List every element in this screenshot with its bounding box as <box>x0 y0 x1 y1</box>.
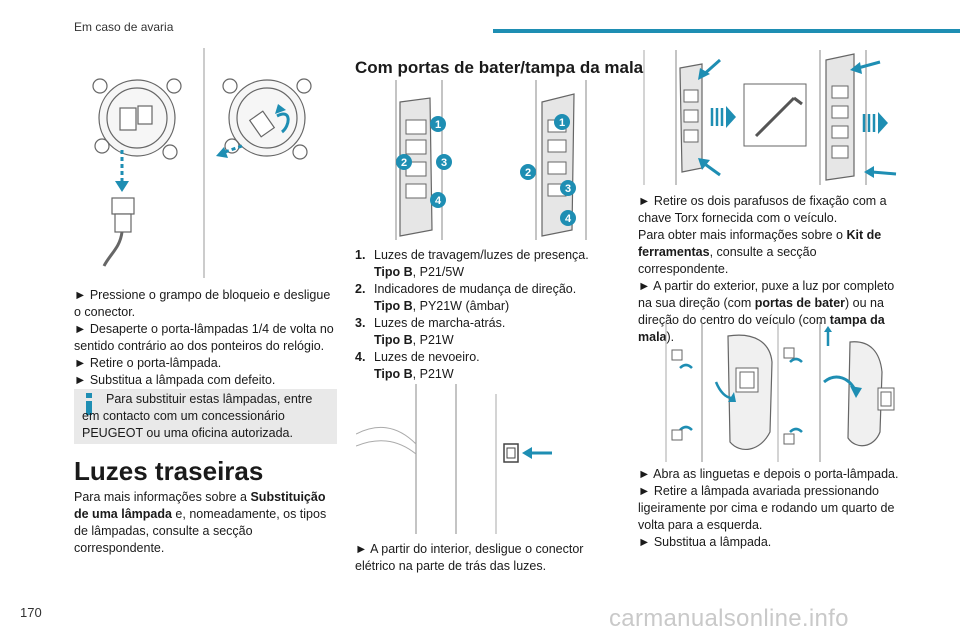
callout-label: 2 <box>401 157 407 169</box>
step-text: ► Substitua a lâmpada com defeito. <box>74 373 276 387</box>
fog-lamp-steps: ► Pressione o grampo de bloqueio e desli… <box>74 287 339 389</box>
list-item: 2. Indicadores de mudança de direção. Tipo… <box>355 281 620 315</box>
connector-step: ► A partir do interior, desligue o conec… <box>355 542 584 573</box>
list-item: 1. Luzes de travagem/luzes de presença. Ti… <box>355 247 620 281</box>
bulb-type: , P21/5W <box>412 265 465 279</box>
callout-label: 4 <box>565 213 572 225</box>
intro-text: Para mais informações sobre a <box>74 490 251 504</box>
callout-label: 3 <box>565 183 571 195</box>
section-title: Luzes traseiras <box>74 456 264 486</box>
pull-light-step: ► A partir do exterior, puxe a luz por c… <box>638 278 910 346</box>
bulb-name: Luzes de travagem/luzes de presença. <box>374 248 589 262</box>
header-accent-bar <box>493 29 960 33</box>
bulb-list: 1. Luzes de travagem/luzes de presença. Ti… <box>355 247 620 383</box>
step-text: ► Abra as linguetas e depois o porta-lâm… <box>638 467 899 481</box>
bulb-name: Luzes de marcha-atrás. <box>374 316 506 330</box>
item-number: 2. <box>355 282 366 296</box>
intro-bold: Substituição de uma lâmpada <box>74 490 326 521</box>
item-number: 4. <box>355 350 366 364</box>
step-text: ► Retire os dois parafusos de fixação co… <box>638 194 887 225</box>
bulb-type-label: Tipo B <box>374 333 413 347</box>
list-item: 3. Luzes de marcha-atrás. Tipo B, P21W <box>355 315 620 349</box>
bulb-type-label: Tipo B <box>374 367 413 381</box>
step-text: ► Pressione o grampo de bloqueio e desli… <box>74 288 331 319</box>
torx-instructions: ► Retire os dois parafusos de fixação co… <box>638 193 910 346</box>
section-intro: Para mais informações sobre a Substituiç… <box>74 489 340 557</box>
callout-label: 3 <box>441 157 447 169</box>
callout-label: 2 <box>525 167 531 179</box>
step-text: ► Retire o porta-lâmpada. <box>74 356 222 370</box>
bulb-holder-illustration <box>660 322 900 462</box>
connector-illustration <box>356 384 556 534</box>
subsection-title: Com portas de bater/tampa da mala <box>355 58 644 77</box>
watermark: carmanualsonline.info <box>609 605 849 632</box>
step-text: ► Substitua a lâmpada. <box>638 535 772 549</box>
fog-lamp-illustration <box>82 48 322 278</box>
step-text: ► A partir do exterior, puxe a luz por c… <box>638 279 895 310</box>
item-number: 3. <box>355 316 366 330</box>
item-number: 1. <box>355 248 366 262</box>
step-text: ► Retire a lâmpada avariada pressionando… <box>638 484 895 532</box>
bulb-type: , P21W <box>412 367 454 381</box>
tool-kit-reference: Para obter mais informações sobre o Kit … <box>638 227 910 278</box>
step-text: ). <box>666 330 675 344</box>
bulb-type: , PY21W (âmbar) <box>412 299 510 313</box>
bulb-type: , P21W <box>412 333 454 347</box>
callout-label: 4 <box>435 195 442 207</box>
step-text: ► Desaperte o porta-lâmpadas 1/4 de volt… <box>74 322 334 353</box>
page-number: 170 <box>20 605 42 620</box>
ref-text: Para obter mais informações sobre o <box>638 228 847 242</box>
bulb-name: Indicadores de mudança de direção. <box>374 282 577 296</box>
step-text: ) ou na direção do centro do veículo (co… <box>638 296 884 327</box>
torx-removal-illustration <box>636 50 901 185</box>
list-item: 4. Luzes de nevoeiro. Tipo B, P21W <box>355 349 620 383</box>
callout-label: 1 <box>435 119 441 131</box>
bulb-replace-steps: ► Abra as linguetas e depois o porta-lâm… <box>638 466 910 551</box>
bulb-type-label: Tipo B <box>374 299 413 313</box>
callout-label: 1 <box>559 117 565 129</box>
bulb-name: Luzes de nevoeiro. <box>374 350 480 364</box>
info-box <box>74 389 337 444</box>
bulb-type-label: Tipo B <box>374 265 413 279</box>
running-header: Em caso de avaria <box>74 20 174 34</box>
rear-light-bulb-diagram: 1 2 3 4 1 2 3 4 <box>356 80 621 240</box>
ref-bold: Kit de ferramentas <box>638 228 882 259</box>
intro-text-end: e, nomeadamente, os tipos de lâmpadas, c… <box>74 507 327 555</box>
info-text: Para substituir estas lâmpadas, entre em… <box>82 392 313 440</box>
step-bold: tampa da mala <box>638 313 885 344</box>
info-icon <box>82 393 96 415</box>
ref-text-end: , consulte a secção correspondente. <box>638 245 817 276</box>
step-bold: portas de bater <box>754 296 846 310</box>
